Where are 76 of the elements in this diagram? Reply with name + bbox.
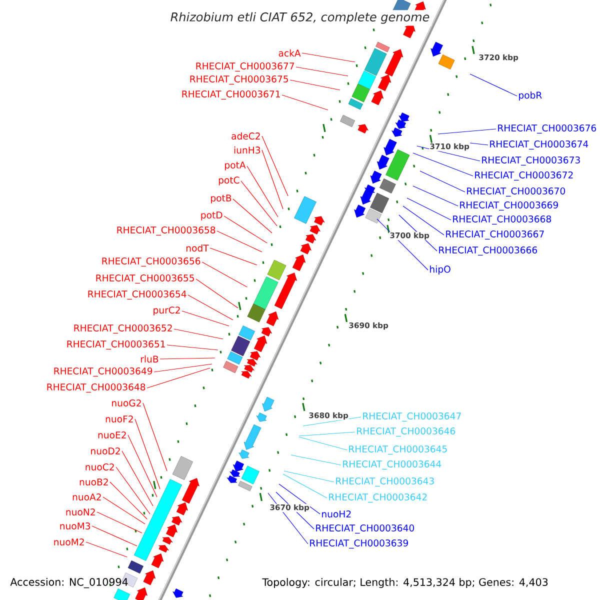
leader-line [282, 474, 328, 498]
gene-label: RHECIAT_CH0003669 [460, 201, 558, 211]
leader-line [134, 418, 160, 490]
gene-label: nuoB2 [80, 478, 108, 486]
gene-label: RHECIAT_CH0003666 [439, 246, 538, 256]
leader-line [210, 248, 258, 266]
leader-line [154, 364, 212, 372]
gene-label: RHECIAT_CH0003648 [47, 383, 146, 393]
leader-line [290, 80, 340, 90]
gene-label: pobR [519, 92, 542, 100]
leader-line [92, 526, 138, 546]
leader-line [290, 454, 342, 466]
leader-line [412, 152, 474, 176]
leader-line [416, 146, 480, 162]
gene-label: RHECIAT_CH0003668 [453, 215, 551, 225]
leader-line [128, 434, 158, 498]
leader-line [224, 216, 268, 244]
gene-label: nuoM2 [54, 538, 84, 546]
leader-line [284, 470, 334, 482]
leader-line [188, 294, 234, 320]
leader-line [182, 310, 230, 326]
leader-line [240, 180, 278, 226]
leader-line [122, 450, 154, 506]
footer-text: Topology: circular; Length: 4,513,324 bp; Genes: 4,403 [262, 578, 548, 588]
gene-label: RHECIAT_CH0003673 [482, 156, 580, 166]
gene-label: nuoN2 [66, 508, 95, 516]
leader-line [246, 166, 278, 218]
leader-line [406, 198, 452, 220]
leader-line [142, 402, 168, 472]
gene-label: nuoE2 [98, 431, 126, 438]
gene-label: RHECIAT_CH0003676 [498, 124, 596, 134]
gene-label: nuoM3 [60, 522, 90, 530]
gene-label: RHECIAT_CH0003654 [88, 290, 186, 300]
leader-line [196, 278, 238, 308]
leader-line [146, 368, 210, 388]
leader-line [298, 432, 356, 436]
leader-line [166, 344, 218, 350]
gene-label: RHECIAT_CH0003656 [102, 257, 200, 267]
gene-label: RHECIAT_CH0003674 [490, 140, 588, 150]
leader-line [262, 150, 284, 210]
footer-text: Accession: NC_010994 [10, 578, 128, 588]
leader-line [102, 496, 146, 524]
title: Rhizobium etli CIAT 652, complete genome [168, 10, 432, 26]
leader-line [232, 198, 272, 234]
leader-line [402, 206, 444, 236]
gene-label: RHECIAT_CH0003672 [475, 171, 573, 181]
leader-line [298, 436, 348, 450]
gene-label: nuoA2 [72, 493, 101, 500]
gene-label: nuoF2 [106, 415, 133, 422]
leader-line [470, 142, 488, 146]
leader-line [160, 358, 216, 360]
leader-line [438, 128, 496, 134]
leader-line [110, 482, 148, 520]
leader-line [116, 466, 150, 514]
leader-line [96, 512, 142, 534]
gene-label: RHECIAT_CH0003670 [467, 187, 566, 197]
gene-label: RHECIAT_CH0003667 [446, 230, 544, 240]
gene-label: RHECIAT_CH0003655 [96, 274, 194, 284]
leader-line [282, 94, 328, 110]
gene-label: RHECIAT_CH0003649 [54, 367, 152, 377]
leader-line [412, 186, 458, 206]
gene-label: nuoC2 [86, 463, 114, 470]
leader-line [296, 66, 348, 76]
gene-label: nuoD2 [91, 447, 120, 454]
leader-line [302, 416, 362, 426]
leader-line [86, 542, 128, 558]
leader-line [470, 74, 518, 96]
gene-label: RHECIAT_CH0003652 [74, 324, 172, 334]
leader-line [278, 484, 320, 514]
leader-line [174, 328, 224, 340]
leader-line [262, 136, 288, 196]
leader-line [216, 230, 262, 252]
leader-line [420, 170, 466, 192]
leader-line [202, 262, 248, 288]
gene-label: RHECIAT_CH0003651 [67, 340, 165, 350]
leader-line [302, 52, 356, 62]
